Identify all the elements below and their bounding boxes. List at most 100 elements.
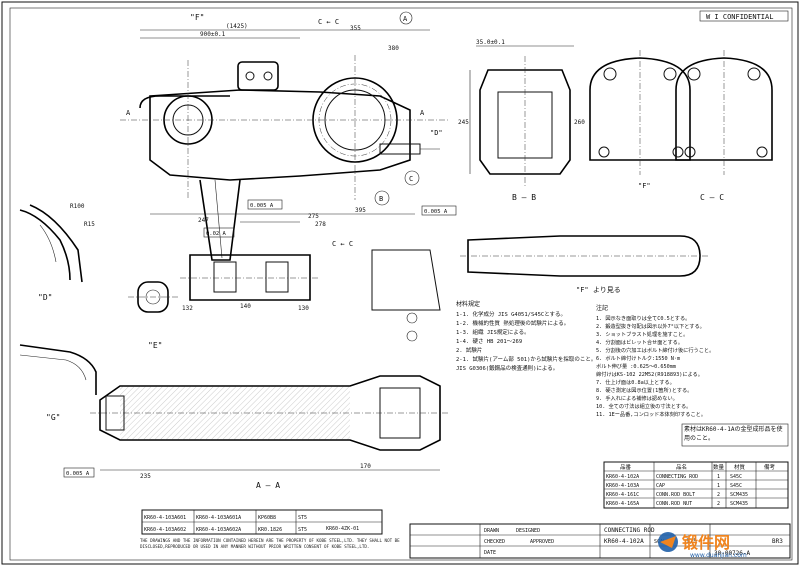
- sheet-inner-border: [9, 7, 793, 561]
- general-note-line: 7. 仕上げ面は0.8a以上とする。: [596, 378, 675, 386]
- general-note-line: 5. 分割後の穴加工はボルト締付け後に行うこと。: [596, 346, 714, 354]
- material-note-line: 1-1. 化学成分 JIS G4051/S45Cとする。: [456, 310, 566, 318]
- left-table-cell: ST5: [298, 515, 307, 521]
- parts-cell: CONN.ROD NUT: [656, 501, 692, 507]
- dim-35: 35.0±0.1: [476, 39, 505, 46]
- general-note-line: 1. 図示なき面取りは全てC0.5とする。: [596, 314, 690, 322]
- dim-r100: R100: [70, 203, 85, 210]
- view-label-f: "F": [190, 13, 204, 22]
- section-a-right: A: [420, 109, 425, 117]
- view-d-ref: "D": [430, 129, 443, 137]
- material-note-line: 1-2. 機械的性質 熱処理後の試験片による。: [456, 319, 569, 327]
- left-table-cell: KR60-4-103A602: [144, 527, 186, 533]
- tol-frame-aa: 0.005 A: [66, 471, 90, 477]
- material-box-note: 素材はKR60-4-1Aの金型成形品を使用のこと。: [684, 426, 783, 442]
- tol-frame-2: 0.02 A: [206, 231, 227, 237]
- general-note-line: 8. 硬さ測定は図示位置(1箇所)とする。: [596, 386, 692, 394]
- dim-260: 260: [574, 119, 585, 126]
- section-a-left: A: [126, 109, 131, 117]
- parts-cell: 2: [717, 501, 720, 507]
- watermark-url: www.duanjian.com: [690, 552, 747, 559]
- material-note-line: JIS G0306(鍛鋼品の検査通則)による。: [456, 364, 558, 372]
- left-table-cell: KR60-4-103A602A: [196, 527, 241, 533]
- left-table-cell: KR60-4-103A601: [144, 515, 186, 521]
- section-view-bb: 35.0±0.1 245 260 B — B: [458, 39, 585, 202]
- watermark-brand: 锻件网: [682, 533, 730, 552]
- section-cc-top: C ← C: [318, 18, 339, 26]
- confidential-box: [699, 10, 789, 22]
- detail-view-d: R100 R15 "D": [19, 203, 95, 302]
- dim-170: 170: [360, 463, 371, 470]
- dim-380: 380: [388, 45, 399, 52]
- dim-275: 275: [308, 213, 319, 220]
- title-code: 30-00726-A: [714, 550, 751, 557]
- dim-247: 247: [198, 217, 209, 224]
- title-drawn: DRAWN: [484, 528, 499, 534]
- title-designed: DESIGNED: [516, 528, 540, 534]
- dim-278: 278: [315, 221, 326, 228]
- section-bb-label: B — B: [512, 193, 536, 202]
- confidential-label: W I CONFIDENTIAL: [706, 13, 773, 21]
- section-cb-mid: C ← C: [332, 240, 353, 248]
- section-b-bubble: B: [379, 195, 383, 203]
- general-note-line: 10. 全ての寸法は組立後の寸法とする。: [596, 402, 691, 410]
- general-note-line: 締付けはKS-102 22M52(R918893)による。: [596, 370, 703, 378]
- dim-132: 132: [182, 305, 193, 312]
- parts-header: 品番: [620, 464, 632, 471]
- view-d-label: "D": [38, 293, 52, 302]
- left-table-cell: KR0.1826: [258, 527, 282, 533]
- parts-cell: S45C: [730, 483, 742, 489]
- title-drawing-name: CONNECTING ROD: [604, 527, 655, 534]
- center-side-view: C ← C 140 132 130: [180, 240, 353, 312]
- material-notes: 材料規定 1-1. 化学成分 JIS G4051/S45Cとする。 1-2. 機…: [456, 300, 596, 372]
- material-note-line: 1-4. 硬さ HB 201〜269: [456, 338, 522, 345]
- general-notes: 注記 1. 図示なき面取りは全てC0.5とする。 2. 鍛造型抜き勾配は図示以外…: [596, 304, 789, 447]
- title-scale-value: 1/5: [686, 538, 697, 545]
- parts-header: 備考: [764, 463, 776, 471]
- parts-cell: 1: [717, 483, 720, 489]
- view-f: "F" より見る: [460, 235, 710, 294]
- disclaimer-text: THE DRAWINGS AND THE INFORMATION CONTAIN…: [140, 538, 400, 549]
- title-approved: APPROVED: [530, 539, 554, 545]
- title-checked: CHECKED: [484, 539, 505, 545]
- dim-395: 395: [355, 207, 366, 214]
- dim-900: 900±0.1: [200, 31, 226, 38]
- material-note-line: 2. 試験片: [456, 346, 482, 354]
- parts-cell: KR60-4-102A: [606, 474, 639, 480]
- section-cc-label: C — C: [700, 193, 724, 202]
- dim-r15: R15: [84, 221, 95, 228]
- general-note-line: 9. 手入れによる補修は認めない。: [596, 394, 678, 402]
- section-view-aa: 235 170 A — A 0.005 A: [63, 375, 450, 490]
- tol-frame-3: 0.005 A: [424, 209, 448, 215]
- section-view-cc: C — C "F": [589, 50, 773, 202]
- left-table-code: KR60-4ZK-01: [326, 526, 359, 532]
- left-table-cell: KP60B8: [258, 515, 276, 521]
- parts-cell: KR60-4-165A: [606, 501, 639, 507]
- section-c-bubble: C: [409, 175, 413, 183]
- parts-cell: SCM435: [730, 501, 748, 507]
- detail-view-g: "G": [19, 344, 97, 422]
- parts-cell: S45C: [730, 474, 742, 480]
- parts-cell: CONNECTING ROD: [656, 474, 698, 480]
- title-sheet: BR3: [772, 538, 783, 545]
- tol-frame-1: 0.005 A: [250, 203, 274, 209]
- view-g-label: "G": [46, 413, 60, 422]
- view-f-arrow-ref: "F": [638, 182, 651, 190]
- general-note-line: 2. 鍛造型抜き勾配は図示以外7°以下とする。: [596, 322, 705, 330]
- section-detail-hatched: [371, 249, 441, 342]
- parts-cell: KR60-4-161C: [606, 492, 639, 498]
- parts-header: 材質: [734, 463, 746, 471]
- section-aa-label: A — A: [256, 481, 280, 490]
- general-note-line: 11. 1Eー品番,コンロッド本体刻印すること。: [596, 410, 706, 418]
- parts-header: 品名: [676, 463, 687, 471]
- title-date: DATE: [484, 550, 496, 556]
- general-note-line: ボルト伸び量 :0.625〜0.650mm: [596, 362, 676, 370]
- left-reference-table: KR60-4-103A601 KR60-4-103A601A KP60B8 ST…: [141, 509, 383, 535]
- parts-cell: 2: [717, 492, 720, 498]
- left-table-cell: ST5: [298, 527, 307, 533]
- main-plan-view: (1425) 900±0.1 "F" C ← C A A A "D": [120, 11, 457, 261]
- dim-1425: (1425): [226, 23, 248, 30]
- general-note-line: 6. ボルト締付けトルク:1550 N·m: [596, 354, 680, 362]
- view-f-label: "F" より見る: [576, 286, 621, 294]
